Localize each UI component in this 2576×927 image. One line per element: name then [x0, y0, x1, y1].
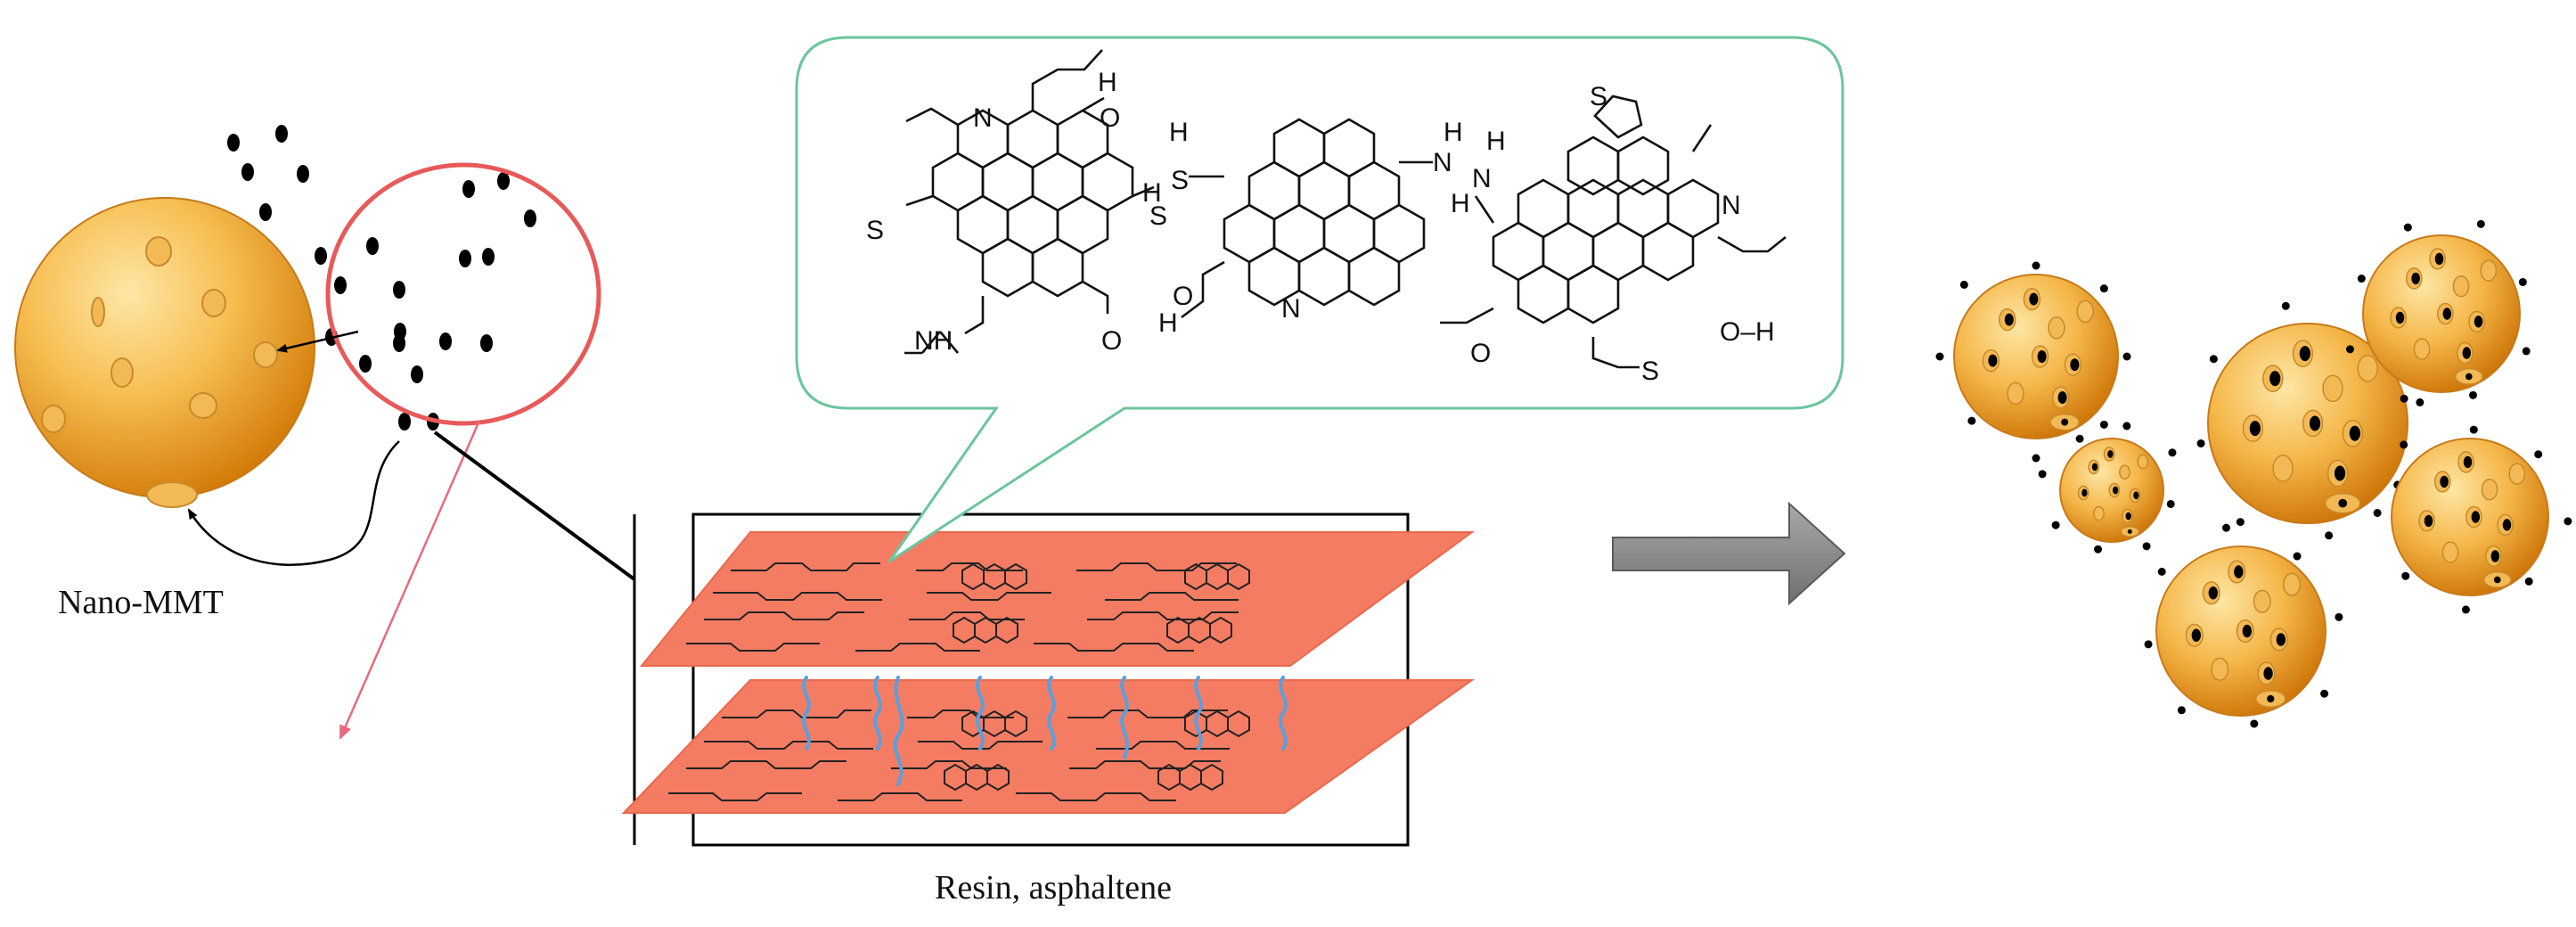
- connector-line: [433, 431, 636, 581]
- middle-aromatic-core: [1181, 118, 1433, 319]
- atom-s3: S: [1171, 166, 1189, 195]
- atom-h2: H: [1142, 178, 1162, 208]
- atom-s4: S: [1590, 82, 1607, 111]
- asphaltene-sheet-lower: [621, 679, 1476, 814]
- particle-pores: [41, 236, 278, 508]
- red-pointer-arrow: [339, 420, 481, 740]
- sheet-molecule-sketches: [668, 562, 1250, 801]
- atom-o1: O: [1100, 103, 1120, 133]
- structure-atom-labels: N H O S S H NH O S H O H N N H H N H S N…: [866, 68, 1775, 386]
- atom-s1: S: [866, 216, 884, 245]
- atom-n3: N: [1433, 148, 1452, 177]
- atom-o2: O: [1101, 326, 1122, 356]
- atom-n4: N: [1472, 164, 1492, 193]
- modified-particles-cluster: [1935, 219, 2572, 728]
- atom-o4: O: [1470, 339, 1491, 368]
- adsorption-arrow: [276, 330, 359, 353]
- atom-h1: H: [1098, 68, 1117, 97]
- atom-h6: H: [1451, 189, 1470, 218]
- atom-h5: H: [1443, 118, 1463, 147]
- process-arrow: [1612, 501, 1846, 606]
- resin-asphaltene-panel: [621, 513, 1476, 847]
- atom-oh1: O–H: [1720, 317, 1775, 347]
- atom-h3: H: [1169, 118, 1189, 147]
- asphaltene-sheet-upper: [639, 531, 1476, 667]
- nano-mmt-label: Nano-MMT: [58, 584, 224, 621]
- resin-asphaltene-label: Resin, asphaltene: [935, 869, 1172, 906]
- atom-h4: H: [1158, 308, 1178, 338]
- atom-nh1: NH: [914, 326, 953, 356]
- modified-particle: [2038, 422, 2177, 554]
- molecular-structure: [904, 49, 1787, 369]
- structure-callout: [795, 36, 1844, 563]
- absorption-arrow: [187, 440, 400, 566]
- atom-n5: N: [1721, 191, 1741, 220]
- right-aromatic-core: [1440, 94, 1787, 369]
- highlight-circle: [325, 162, 601, 426]
- modified-particle: [2345, 219, 2531, 403]
- modified-particle: [2144, 523, 2343, 728]
- nano-mmt-particle: [14, 197, 315, 508]
- light-component-dots: [227, 125, 536, 431]
- left-aromatic-core: [904, 49, 1155, 355]
- atom-s2: S: [1149, 201, 1167, 231]
- modified-particle: [2373, 425, 2572, 614]
- atom-o3: O: [1173, 282, 1193, 311]
- atom-n2: N: [1281, 294, 1301, 324]
- modified-particle: [1935, 261, 2131, 463]
- interlayer-wavy-lines: [802, 676, 1288, 786]
- modified-particle: [2196, 301, 2425, 540]
- atom-h7: H: [1486, 127, 1506, 156]
- atom-n1: N: [973, 103, 993, 133]
- atom-s5: S: [1641, 357, 1659, 386]
